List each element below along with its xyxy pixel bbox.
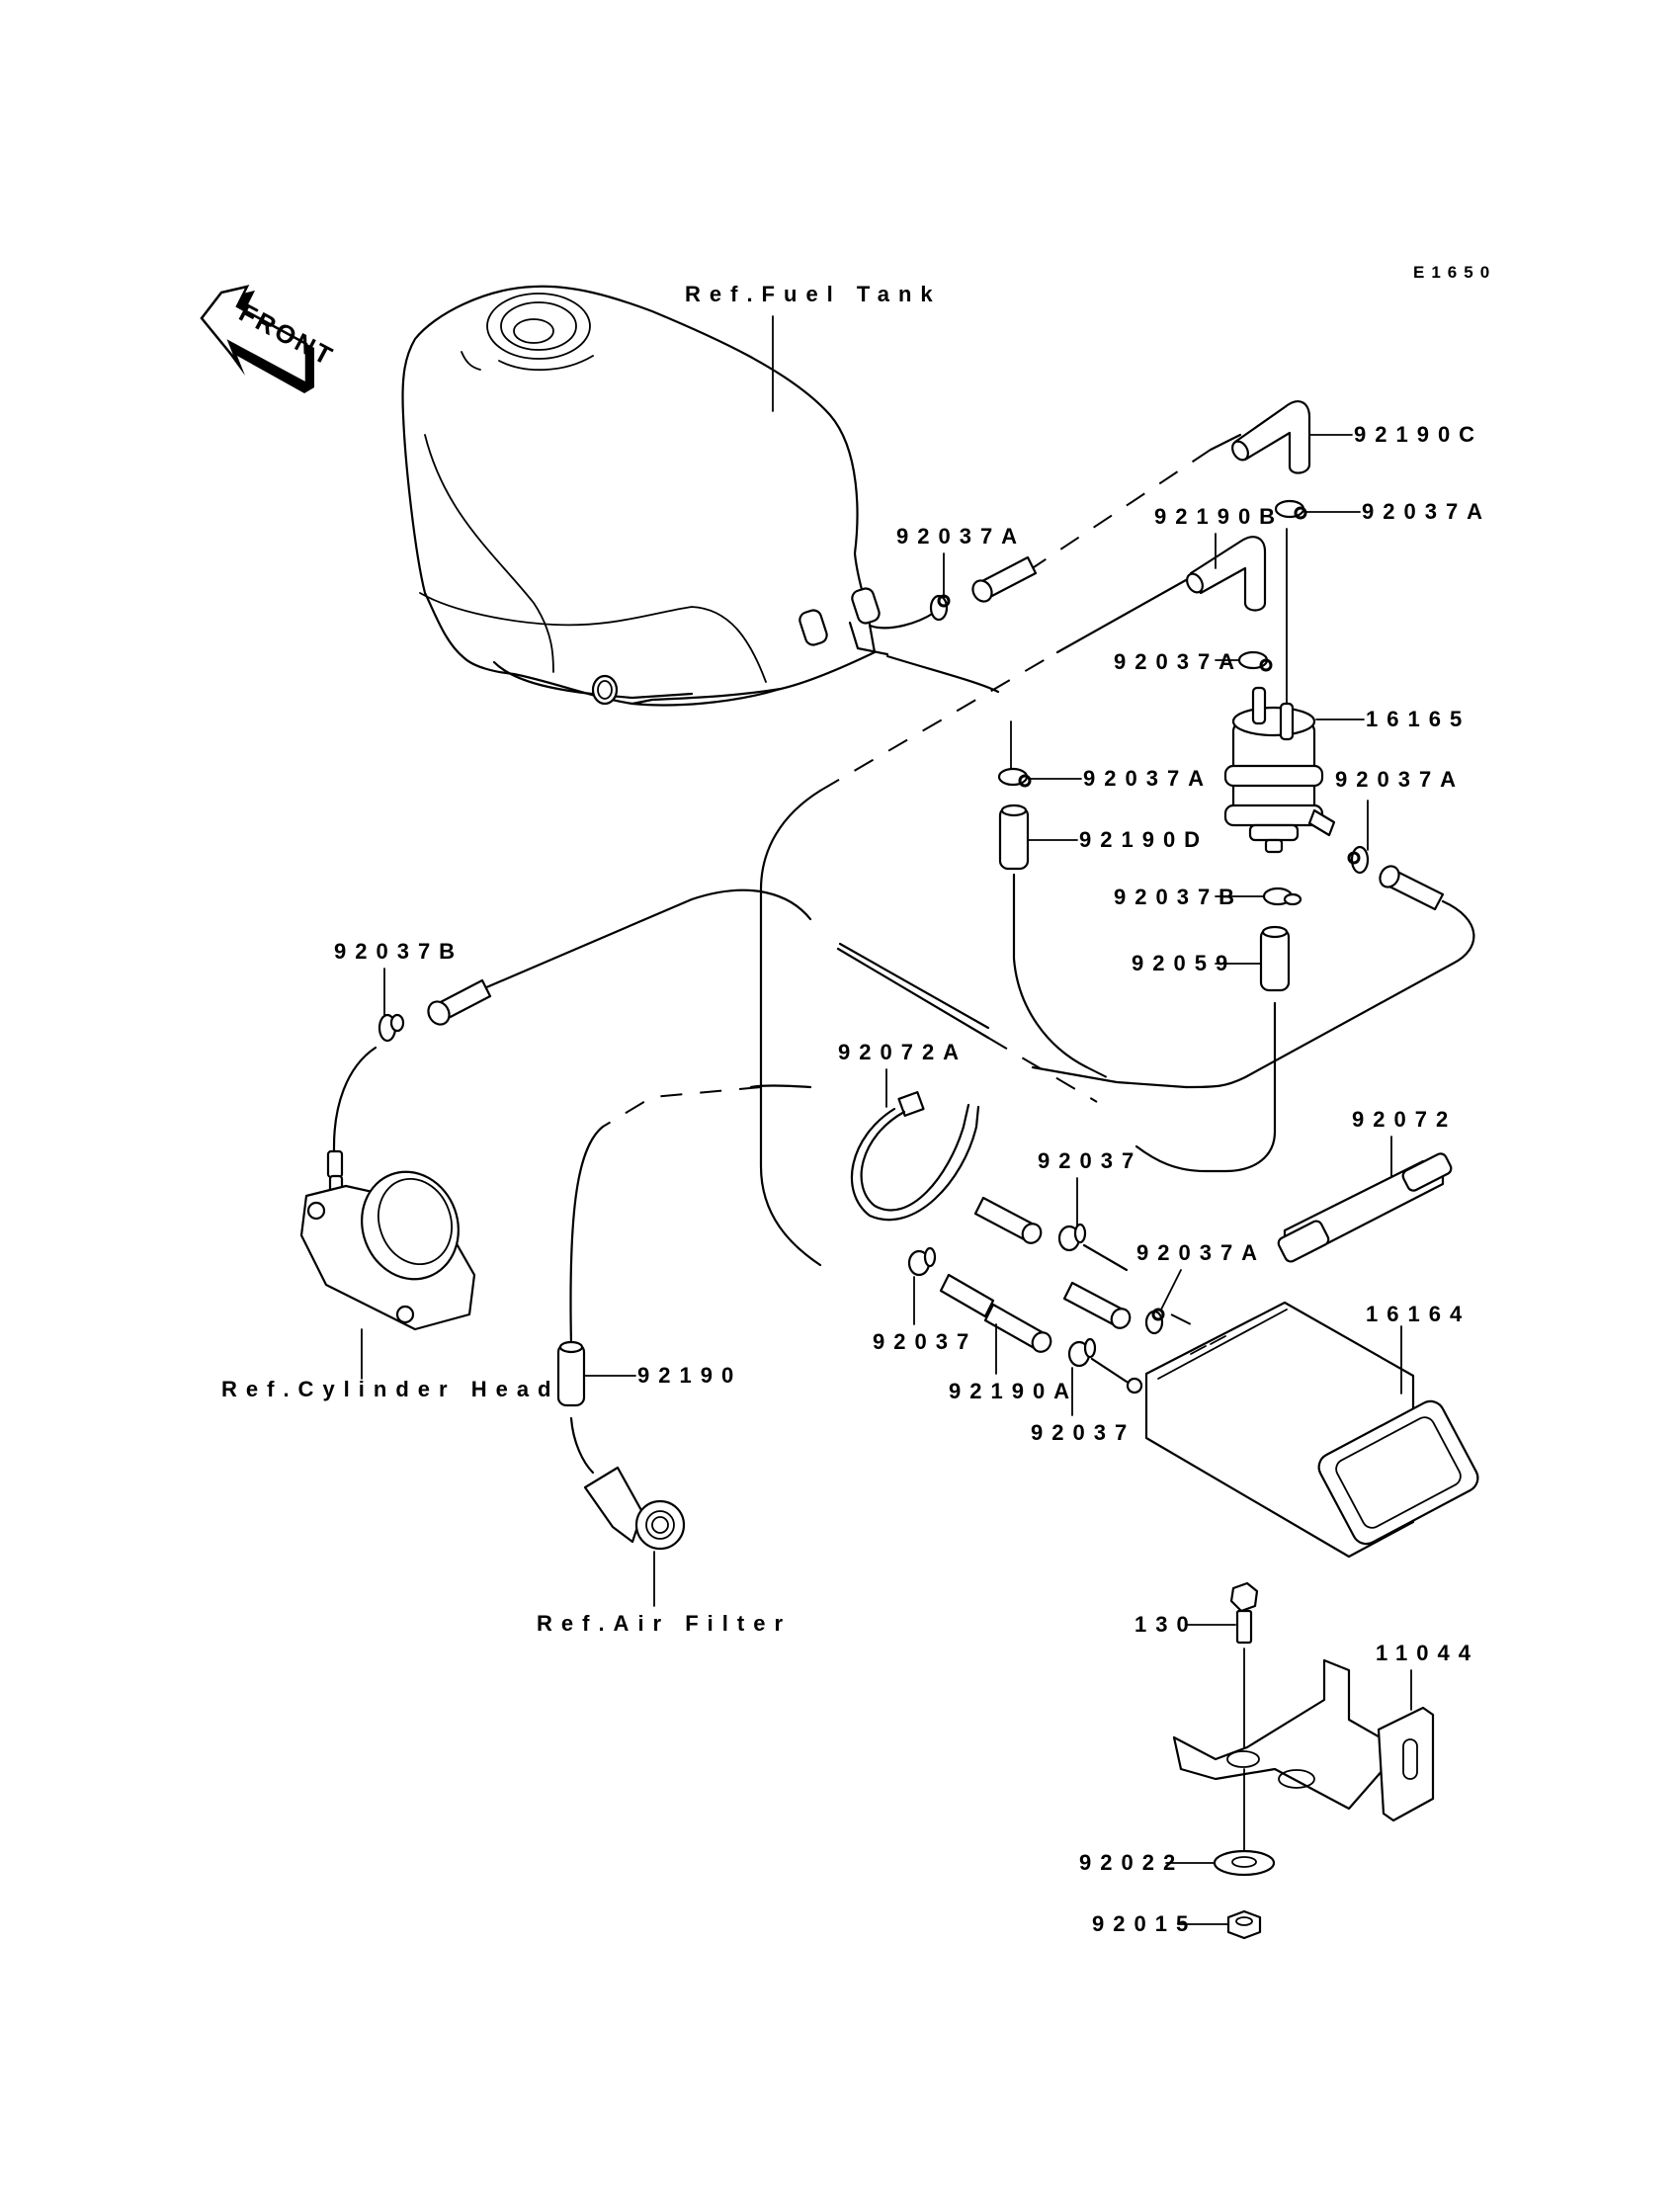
callout-92059: 92059 (1132, 951, 1236, 975)
hose-clip-92037a-tank (929, 594, 951, 622)
callout-16165: 16165 (1366, 707, 1470, 731)
fuel-separator-16165 (1223, 686, 1336, 854)
ref-fuel-tank-label: Ref.Fuel Tank (685, 282, 942, 306)
callout-92015: 92015 (1092, 1911, 1197, 1936)
hose-lower-2 (1062, 1281, 1132, 1329)
band-92072 (1277, 1152, 1453, 1263)
callout-92072a: 92072A (838, 1040, 967, 1064)
callout-16164: 16164 (1366, 1302, 1470, 1326)
elbow-hose-92190b (1186, 536, 1267, 612)
hose-clip-92037a-mid (1237, 650, 1273, 672)
callout-92190a: 92190A (949, 1379, 1078, 1403)
air-filter-elbow (583, 1466, 686, 1551)
nut-92015 (1226, 1909, 1262, 1940)
callout-92190d: 92190D (1079, 827, 1209, 852)
hose-path-mid (819, 651, 1058, 792)
cylinder-head-fitting (299, 1149, 476, 1331)
hose-clip-92037a-right (1347, 845, 1370, 875)
washer-92022 (1213, 1849, 1276, 1877)
hose-clip-92037b-left (378, 1013, 405, 1043)
diagram-code: E1650 (1413, 263, 1496, 282)
callout-130: 130 (1134, 1612, 1198, 1637)
hose-92059 (1259, 925, 1291, 992)
cable-tie-92072a (850, 1091, 980, 1222)
hose-cylinder-head (427, 978, 492, 1026)
callout-92022: 92022 (1079, 1850, 1184, 1875)
callout-92037a-left: 92037A (1083, 766, 1213, 791)
hose-clip-92037a-lower (1144, 1308, 1165, 1335)
callout-92037-left: 92037 (873, 1329, 977, 1354)
callout-92190b: 92190B (1154, 504, 1284, 529)
callout-92037-lower: 92037 (1031, 1420, 1135, 1445)
hose-clip-92037-upper (1057, 1223, 1087, 1252)
ref-cylinder-head-label: Ref.Cylinder Head (221, 1377, 560, 1401)
callout-92190: 92190 (637, 1363, 742, 1388)
callout-92037-upper: 92037 (1038, 1148, 1142, 1173)
callout-92072: 92072 (1352, 1107, 1457, 1132)
front-arrow-icon: FRONT (200, 285, 340, 393)
hose-clip-92037b-right (1262, 887, 1302, 906)
canister-16164 (1126, 1301, 1479, 1559)
fuel-tank (401, 285, 889, 707)
hose-clip-92037-lower (1067, 1337, 1097, 1368)
callout-92037a-mid: 92037A (1114, 649, 1243, 674)
ref-air-filter-label: Ref.Air Filter (537, 1611, 792, 1636)
callout-92037a-top: 92037A (1362, 499, 1491, 524)
hose-short-tank (971, 555, 1038, 603)
hose-clip-92037a-top (1274, 499, 1307, 520)
hose-lower-1 (973, 1196, 1043, 1244)
callout-92037a-right: 92037A (1335, 767, 1465, 792)
callout-92190c: 92190C (1354, 422, 1483, 447)
hose-clip-92037a-left (997, 767, 1032, 788)
callout-92037a-lower: 92037A (1136, 1240, 1266, 1265)
hose-92190d (998, 803, 1030, 871)
callout-92037b-left: 92037B (334, 939, 463, 964)
bolt-130 (1229, 1581, 1259, 1645)
bracket-11044 (1172, 1658, 1435, 1822)
callout-92037a-tank: 92037A (896, 524, 1026, 549)
callout-11044: 11044 (1376, 1641, 1479, 1665)
hose-short-right (1379, 865, 1445, 911)
hose-clip-92037-left (907, 1246, 937, 1277)
elbow-hose-92190c (1231, 400, 1311, 474)
callout-92037b-right: 92037B (1114, 885, 1243, 909)
hose-92190a (939, 1273, 1052, 1353)
hose-92190 (556, 1340, 586, 1407)
